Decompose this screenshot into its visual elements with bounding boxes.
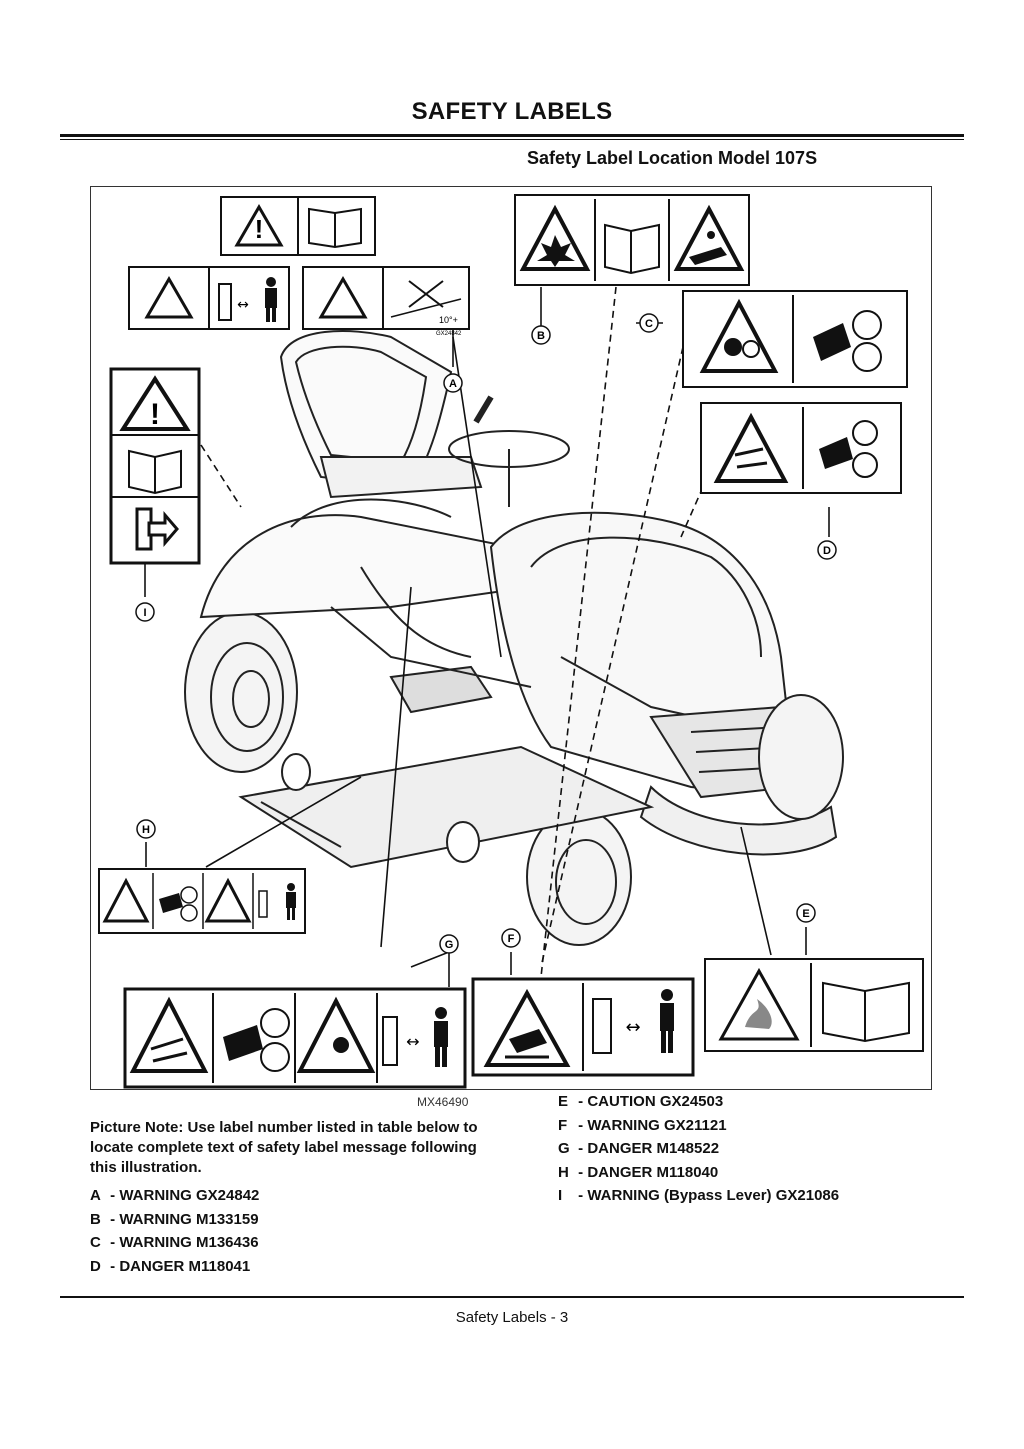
label-row-a: A - WARNING GX24842 — [90, 1187, 260, 1204]
callout-d: D — [823, 545, 831, 557]
manual-book-icon — [604, 223, 660, 275]
label-a-code-text: GX24842 — [436, 331, 462, 337]
label-g-strip: ↔ — [123, 987, 467, 1089]
footer-rule — [60, 1296, 964, 1298]
rotating-blade-icon — [813, 310, 882, 372]
label-list-right: E - CAUTION GX24503 F - WARNING GX21121 … — [558, 1090, 839, 1208]
label-row-i: I - WARNING (Bypass Lever) GX21086 — [558, 1187, 840, 1204]
figure-id: MX46490 — [417, 1095, 469, 1109]
svg-text:↔: ↔ — [406, 1032, 419, 1051]
section-title: Safety Label Location Model 107S — [527, 148, 818, 168]
label-strip-upper-left: ↔ — [128, 266, 290, 330]
explosion-icon — [519, 204, 591, 271]
header-rule-thin — [60, 139, 964, 140]
callout-e: E — [802, 908, 809, 920]
label-row-h: H - DANGER M118040 — [558, 1163, 719, 1181]
label-row-g: G - DANGER M148522 — [558, 1140, 720, 1157]
label-strip-top: ! — [220, 196, 376, 256]
label-i-strip: ! — [109, 367, 201, 565]
label-c-strip — [682, 290, 908, 388]
svg-text:!: ! — [150, 398, 160, 431]
picture-note: Picture Note: Use label number listed in… — [90, 1119, 478, 1176]
label-b-strip — [514, 194, 750, 286]
callout-i: I — [143, 607, 146, 619]
label-row-f: F - WARNING GX21121 — [558, 1116, 727, 1134]
label-row-e: E - CAUTION GX24503 — [558, 1093, 724, 1110]
page-footer: Safety Labels - 3 — [455, 1309, 569, 1326]
label-f-strip: ↔ — [471, 977, 695, 1077]
label-strip-a: 10°+ GX24842 — [302, 266, 470, 337]
callout-g: G — [445, 939, 454, 951]
svg-text:↔: ↔ — [237, 297, 249, 313]
svg-text:!: ! — [255, 214, 264, 244]
leader-lines — [144, 286, 830, 987]
safety-label-figure: ! ↔ 10°+ GX24842 — [90, 186, 932, 1090]
label-e-strip — [704, 958, 924, 1052]
hot-surface-icon — [483, 988, 571, 1067]
label-row-c: C - WARNING M136436 — [90, 1234, 259, 1251]
callout-a: A — [449, 378, 457, 390]
tractor-illustration — [184, 330, 844, 946]
label-row-d: D - DANGER M118041 — [90, 1257, 251, 1275]
callout-markers: A B C D E F G H I — [135, 313, 837, 954]
callout-c: C — [645, 318, 653, 330]
label-a-angle-text: 10°+ — [439, 315, 458, 325]
callout-f: F — [508, 933, 515, 945]
label-list-left: A - WARNING GX24842 B - WARNING M133159 … — [90, 1184, 259, 1278]
callout-h: H — [142, 824, 150, 836]
label-row-b: B - WARNING M133159 — [90, 1210, 259, 1228]
page-title: SAFETY LABELS — [411, 98, 613, 125]
callout-b: B — [537, 330, 545, 342]
svg-text:↔: ↔ — [625, 1017, 640, 1038]
figure-drawing: ! ↔ 10°+ GX24842 — [98, 194, 924, 1089]
label-h-strip — [98, 868, 306, 934]
label-d-strip — [700, 402, 902, 494]
header-rule-thick — [60, 134, 964, 137]
bypass-lever-icon — [135, 507, 179, 551]
caustic-hand-icon — [673, 204, 745, 271]
